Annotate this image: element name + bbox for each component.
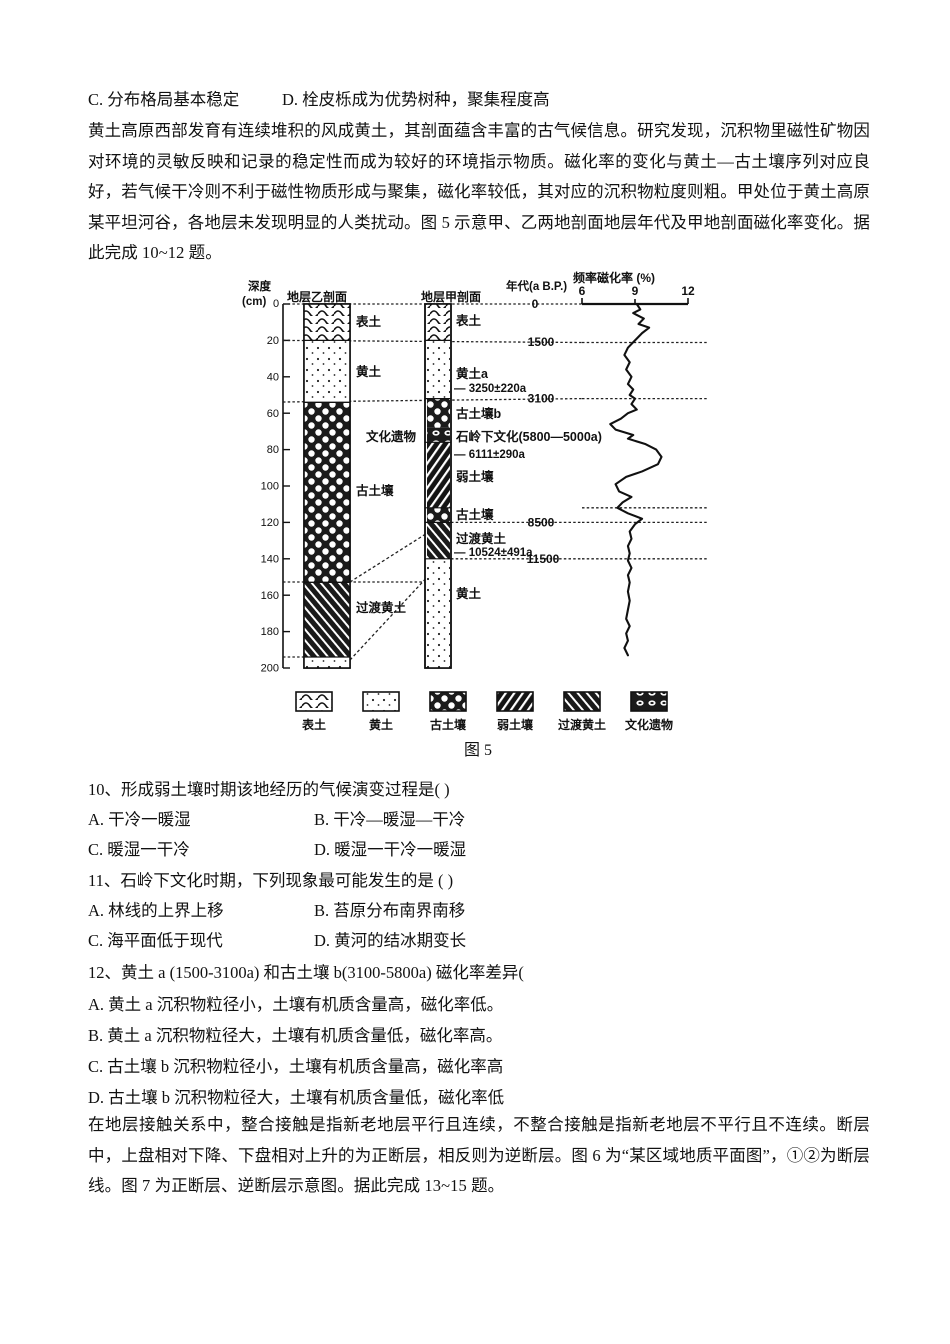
figure-caption: 图 5 <box>463 742 492 759</box>
svg-text:3100: 3100 <box>528 392 555 406</box>
svg-text:— 3250±220a: — 3250±220a <box>454 383 527 395</box>
svg-text:160: 160 <box>261 590 279 602</box>
svg-text:11500: 11500 <box>527 552 560 566</box>
svg-text:120: 120 <box>261 517 279 529</box>
question-11-stem: 11、石岭下文化时期，下列现象最可能发生的是 ( ) <box>88 871 454 890</box>
q10-option-d[interactable]: D. 暖湿一干冷一暖湿 <box>314 840 467 859</box>
svg-text:文化遗物: 文化遗物 <box>625 717 673 732</box>
question-12-stem: 12、黄土 a (1500-3100a) 和古土壤 b(3100-5800a) … <box>88 963 524 982</box>
svg-text:表土: 表土 <box>301 717 326 732</box>
svg-text:深度: 深度 <box>248 279 271 293</box>
svg-text:80: 80 <box>267 444 279 456</box>
carryover-option-c: C. 分布格局基本稳定 <box>88 90 240 109</box>
svg-text:0: 0 <box>532 297 539 311</box>
q12-option-c[interactable]: C. 古土壤 b 沉积物粒径小，土壤有机质含量高，磁化率高 <box>88 1057 504 1076</box>
svg-text:石岭下文化(5800—5000a): 石岭下文化(5800—5000a) <box>455 429 602 444</box>
svg-text:黄土: 黄土 <box>456 586 482 601</box>
svg-text:黄土a: 黄土a <box>456 366 489 381</box>
svg-text:古土壤: 古土壤 <box>356 483 394 498</box>
svg-text:表土: 表土 <box>455 313 482 328</box>
svg-text:(cm): (cm) <box>242 296 266 308</box>
svg-text:180: 180 <box>261 626 279 638</box>
question-11-options-ab: A. 林线的上界上移 B. 苔原分布南界南移 <box>88 896 870 926</box>
q10-option-a[interactable]: A. 干冷一暖湿 <box>88 810 191 829</box>
svg-text:140: 140 <box>261 553 279 565</box>
svg-text:弱土壤: 弱土壤 <box>497 717 534 732</box>
svg-text:0: 0 <box>273 298 279 310</box>
figure-5: 深度 (cm) 0 地层乙剖面 地层甲剖面 年代(a B.P.) 频率磁化率 (… <box>238 268 718 763</box>
carryover-option-d: D. 栓皮栎成为优势树种，聚集程度高 <box>282 90 550 109</box>
question-10-options-ab: A. 干冷一暖湿 B. 干冷—暖湿—干冷 <box>88 805 870 835</box>
svg-text:古土壤: 古土壤 <box>456 507 494 522</box>
susceptibility-plot: 6 9 12 <box>579 284 708 657</box>
svg-text:9: 9 <box>632 284 639 298</box>
svg-text:黄土: 黄土 <box>369 717 393 732</box>
svg-text:年代(a B.P.): 年代(a B.P.) <box>506 279 567 293</box>
figure-legend: 表土 黄土 古土壤 弱土壤 过渡黄土 <box>295 691 673 732</box>
svg-text:8500: 8500 <box>528 516 555 530</box>
svg-text:6: 6 <box>579 284 586 298</box>
question-10-stem: 10、形成弱土壤时期该地经历的气候演变过程是( ) <box>88 780 450 799</box>
passage-2: 在地层接触关系中，整合接触是指新老地层平行且连续，不整合接触是指新老地层不平行且… <box>88 1115 870 1195</box>
q12-option-d[interactable]: D. 古土壤 b 沉积物粒径大，土壤有机质含量低，磁化率低 <box>88 1088 505 1107</box>
passage-1: 黄土高原西部发育有连续堆积的风成黄土，其剖面蕴含丰富的古气候信息。研究发现，沉积… <box>88 121 870 262</box>
svg-text:频率磁化率 (%): 频率磁化率 (%) <box>573 270 655 285</box>
carryover-options: C. 分布格局基本稳定 D. 栓皮栎成为优势树种，聚集程度高 <box>88 85 870 115</box>
svg-text:— 10524±491a: — 10524±491a <box>454 547 533 559</box>
svg-text:12: 12 <box>681 284 695 298</box>
column-yi: 表土 黄土 古土壤 过渡黄土 <box>303 303 407 669</box>
svg-text:文化遗物: 文化遗物 <box>366 429 417 444</box>
q12-option-a[interactable]: A. 黄土 a 沉积物粒径小，土壤有机质含量高，磁化率低。 <box>88 995 504 1014</box>
svg-text:古土壤b: 古土壤b <box>456 406 502 421</box>
svg-text:过渡黄土: 过渡黄土 <box>356 600 407 615</box>
svg-text:200: 200 <box>261 663 279 675</box>
svg-text:过渡黄土: 过渡黄土 <box>558 717 606 732</box>
svg-text:100: 100 <box>261 481 279 493</box>
svg-text:40: 40 <box>267 372 279 384</box>
svg-text:弱土壤: 弱土壤 <box>456 469 494 484</box>
q12-option-b[interactable]: B. 黄土 a 沉积物粒径大，土壤有机质含量低，磁化率高。 <box>88 1026 503 1045</box>
q11-option-c[interactable]: C. 海平面低于现代 <box>88 931 223 950</box>
q10-option-c[interactable]: C. 暖湿一干冷 <box>88 840 190 859</box>
question-10-options-cd: C. 暖湿一干冷 D. 暖湿一干冷一暖湿 <box>88 835 870 865</box>
q11-option-a[interactable]: A. 林线的上界上移 <box>88 901 224 920</box>
q11-option-b[interactable]: B. 苔原分布南界南移 <box>314 901 466 920</box>
svg-text:黄土: 黄土 <box>356 364 382 379</box>
svg-text:过渡黄土: 过渡黄土 <box>456 531 507 546</box>
svg-text:60: 60 <box>267 408 279 420</box>
column-jia: 表土 黄土a 古土壤b 石岭下文化(5800—5000a) 弱土壤 古土壤 过渡… <box>366 303 602 669</box>
question-11-options-cd: C. 海平面低于现代 D. 黄河的结冰期变长 <box>88 926 870 956</box>
svg-text:表土: 表土 <box>355 314 382 329</box>
svg-text:20: 20 <box>267 335 279 347</box>
svg-text:— 6111±290a: — 6111±290a <box>454 449 526 461</box>
svg-text:地层乙剖面: 地层乙剖面 <box>287 289 347 304</box>
svg-text:1500: 1500 <box>528 335 555 349</box>
svg-text:古土壤: 古土壤 <box>430 717 467 732</box>
svg-text:地层甲剖面: 地层甲剖面 <box>421 289 481 304</box>
q11-option-d[interactable]: D. 黄河的结冰期变长 <box>314 931 467 950</box>
q10-option-b[interactable]: B. 干冷—暖湿—干冷 <box>314 810 466 829</box>
